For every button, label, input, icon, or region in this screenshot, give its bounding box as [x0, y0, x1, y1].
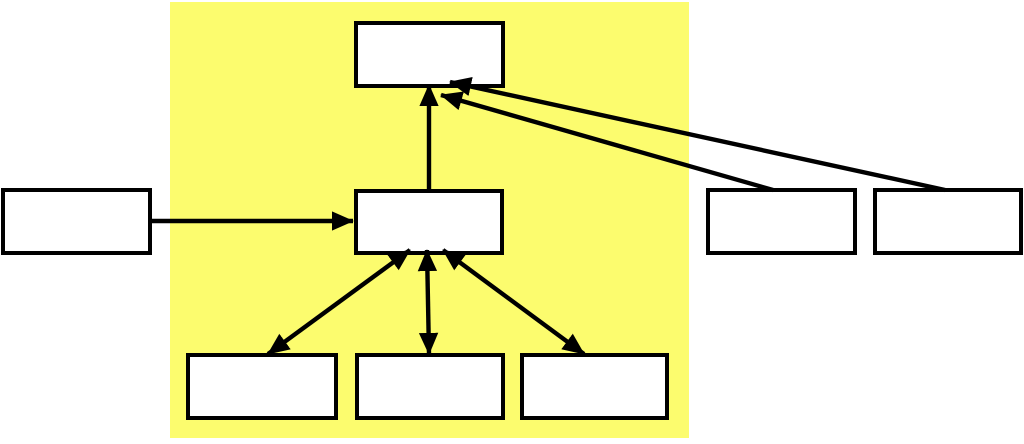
right-box-1 [705, 187, 858, 256]
edge-hub-bottom-left [266, 248, 412, 356]
left-box [0, 187, 153, 256]
edge-hub-bottom-right [441, 248, 586, 356]
bottom-center-box [354, 352, 506, 421]
center-hub-box [353, 188, 505, 256]
top-box [353, 20, 506, 89]
bottom-left-box [185, 352, 339, 421]
right-box-2 [872, 187, 1024, 256]
edge-right1-to-top [440, 91, 774, 193]
bottom-right-box [519, 352, 670, 421]
edge-hub-bottom-center [417, 249, 439, 355]
edge-right2-to-top [449, 77, 946, 193]
